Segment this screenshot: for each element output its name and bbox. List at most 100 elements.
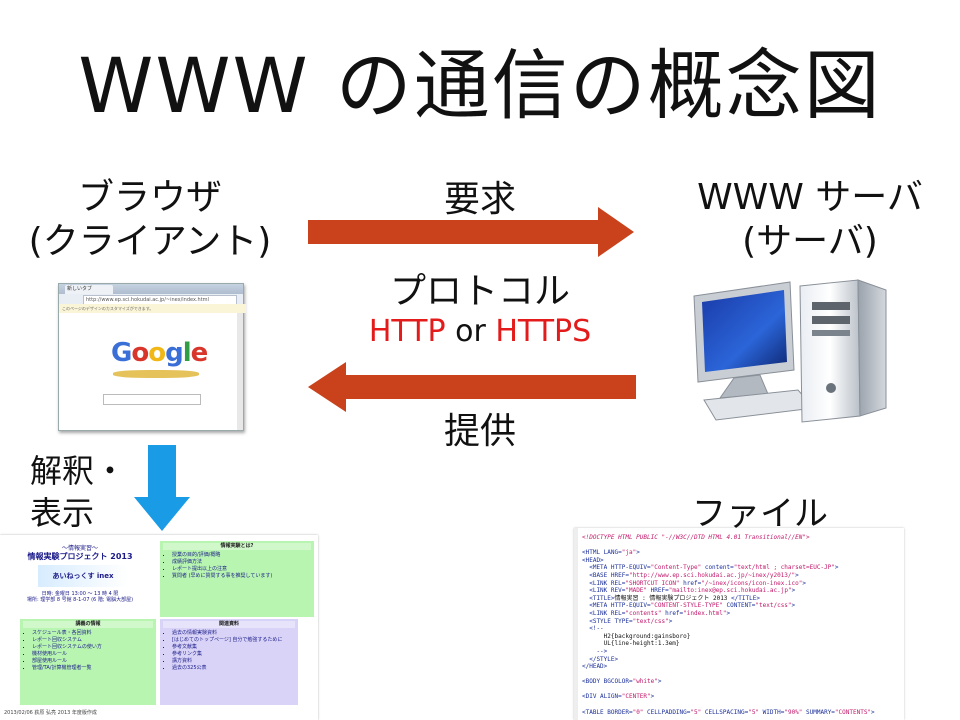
code-line: <LINK REL="SHORTCUT ICON" href="/~inex/i… [582,580,875,588]
code-token: WIDTH= [759,708,785,716]
code-line: --> [582,648,875,656]
interpret-down-arrow [134,445,190,531]
code-token: "0" [632,708,644,716]
related-list-item: 参考文献集 [172,644,298,651]
code-token: "text/html ; charset=EUC-JP" [733,564,835,572]
related-list-item: 過去の情報実験資料 [172,630,298,637]
code-line: H2{background:gainsboro} [582,633,875,641]
code-token: > [650,693,655,701]
related-header: 関連資料 [163,621,295,628]
about-list-item: 成績評価方法 [172,559,314,566]
code-token: <LINK REV= [582,587,626,595]
code-line: <BODY BGCOLOR="white"> [582,678,875,686]
about-header: 情報実験とは? [163,543,311,550]
server-label-line2: (サーバ) [742,221,878,262]
related-list-item: 参考リンク集 [172,651,298,658]
keyboard [703,389,816,421]
code-token: UL{line-height:1.3em} [582,640,680,648]
about-list-item: 質問者 (早めに質問する事を推奨しています) [172,573,314,580]
html-source-file: <!DOCTYPE HTML PUBLIC "-//W3C//DTD HTML … [574,528,904,720]
code-token: "90%" [784,708,803,716]
monitor-screen [702,290,787,372]
code-token: HREF= [647,587,669,595]
code-token: "index.html" [683,609,727,617]
code-token: > [871,708,875,716]
code-token: <HTML LANG= [582,549,622,557]
inex-logo-text: あいねっくす inex [38,565,128,587]
code-token: href= [661,609,684,617]
provide-arrow [308,362,636,412]
lecture-header: 講義の情報 [23,621,153,628]
code-token: "contents" [625,609,662,617]
google-logo: Google [111,338,208,368]
file-label: ファイル [692,494,828,534]
code-token: CELLPADDING= [643,708,691,716]
browser-tabbar: 新しいタブ [59,284,243,294]
inex-logo: あいねっくす inex [38,565,128,587]
code-line: <HTML LANG="ja"> [582,549,875,557]
browser-scrollbar [237,313,243,430]
code-token: <TABLE BORDER= [582,708,633,716]
rendered-page-footer: 2013/02/06 荻原 弘亮 2013 年度版作成 [4,710,97,716]
protocol-label: プロトコル [389,271,570,312]
code-token: <BASE HREF= [582,571,629,579]
code-line: <!DOCTYPE HTML PUBLIC "-//W3C//DTD HTML … [582,534,875,542]
rendered-page-thumbnail: ～情報実習～ 情報実験プロジェクト 2013 あいねっくす inex 日時: 金… [0,535,318,720]
code-token: <!-- [582,625,604,633]
google-logo-letter: g [165,338,184,368]
tower-drive-1 [812,302,850,310]
tower-side [857,279,887,417]
provide-arrow-shape [308,362,636,412]
protocol-http: HTTP [368,314,446,349]
google-logo-letter: o [148,338,166,368]
code-line [582,701,875,709]
code-line: <META HTTP-EQUIV="Content-Type" content=… [582,564,875,572]
down-arrow-shape [134,445,190,531]
code-token: > [657,678,662,686]
code-token: "/~inex/icons/icon-inex.ico" [701,579,803,587]
interpret-label-line1: 解釈・ [30,452,127,490]
protocol-line: HTTP or HTTPS [300,312,660,352]
related-panel: 関連資料 過去の情報実験資料[はじめてのトップページ] 自分で勉強するために参考… [160,619,298,705]
lecture-list-item: 部屋使用ルール [32,658,156,665]
browser-urlbar: http://www.ep.sci.hokudai.ac.jp/~inex/in… [59,294,243,305]
code-token: SUMMARY= [802,708,835,716]
code-lines: <!DOCTYPE HTML PUBLIC "-//W3C//DTD HTML … [582,534,875,716]
code-token: "text/css" [632,617,669,625]
code-token: > [834,564,839,572]
code-token: CONTENT= [722,602,756,610]
code-token: --> [582,647,608,655]
browser-label: ブラウザ (クライアント) [0,176,300,264]
related-list-item: 講方資料 [172,658,298,665]
code-token: </STYLE> [582,655,619,663]
code-token: "5" [690,708,702,716]
code-token: <META HTTP-EQUIV= [582,602,651,610]
server-label: WWW サーバ (サーバ) [660,176,960,264]
project-info-2: 場所: 理学部 8 号館 8-1-07 (6 階; 電脳大部屋) [26,597,134,603]
code-gutter [574,528,578,720]
code-token: <LINK REL= [582,609,626,617]
code-token: H2{background:gainsboro} [582,632,691,640]
code-token: > [668,617,673,625]
provide-label: 提供 [443,411,516,452]
code-line: <HEAD> [582,557,875,565]
code-token: CELLSPACING= [701,708,749,716]
related-list-item: 過去の325公表 [172,665,298,672]
project-panel: ～情報実習～ 情報実験プロジェクト 2013 あいねっくす inex 日時: 金… [4,541,156,617]
code-token: > [791,602,796,610]
code-token: <BODY BGCOLOR= [582,678,633,686]
request-arrow-shape [308,207,634,257]
code-token: "text/css" [755,602,792,610]
page-title: WWW の通信の概念図 [78,41,882,130]
code-token: "http://www.ep.sci.hokudai.ac.jp/~inex/y… [628,571,796,579]
code-line: <TABLE BORDER="0" CELLPADDING="5" CELLSP… [582,709,875,717]
code-token: "mailto:inex@ep.sci.hokudai.ac.jp" [668,587,792,595]
server-computer-icon [693,279,887,423]
browser-label-line2: (クライアント) [28,221,272,262]
code-token: <META HTTP-EQUIV= [582,564,651,572]
interpret-label-line2: 表示 [30,494,95,532]
browser-label-line1: ブラウザ [77,177,222,218]
browser-search-box [103,394,201,405]
tower-drive-3 [812,330,850,336]
code-line [582,686,875,694]
